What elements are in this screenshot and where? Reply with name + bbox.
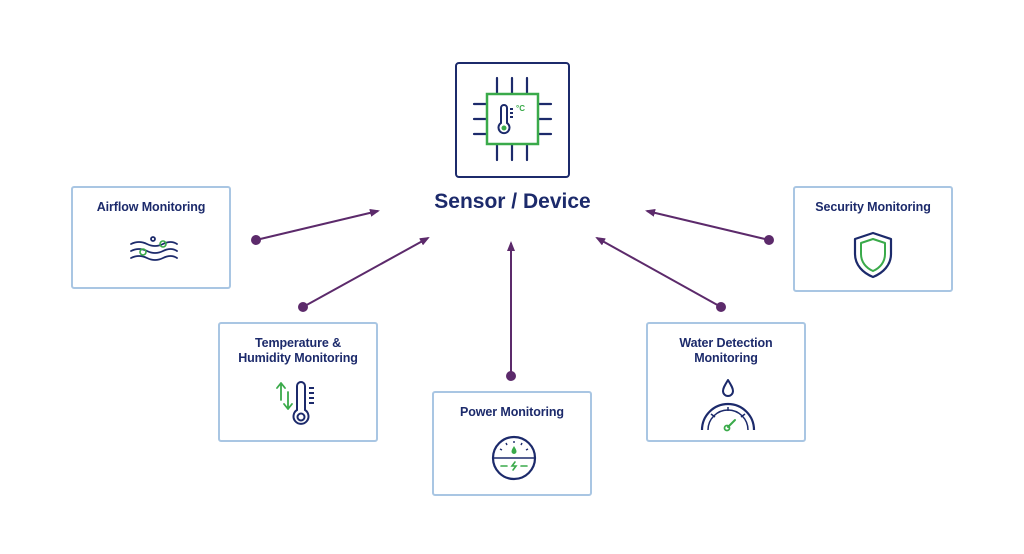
water-detection-label-line2: Monitoring bbox=[694, 351, 758, 365]
airflow-monitoring-label: Airflow Monitoring bbox=[96, 200, 206, 214]
sensor-device-node: °C bbox=[455, 62, 570, 178]
arrow-airflow-origin bbox=[251, 235, 261, 245]
arrow-temperature-origin bbox=[298, 302, 308, 312]
arrow-power-origin bbox=[506, 371, 516, 381]
arrow-security-origin bbox=[764, 235, 774, 245]
water-gauge-icon bbox=[700, 379, 756, 432]
chip-thermometer-icon: °C bbox=[472, 76, 553, 162]
sensor-device-title: Sensor / Device bbox=[434, 190, 591, 213]
water-detection-label-line1: Water Detection bbox=[679, 336, 773, 350]
airflow-monitoring-node: Airflow Monitoring bbox=[71, 186, 231, 289]
temperature-humidity-label-line1: Temperature & bbox=[255, 336, 341, 350]
power-monitoring-node: Power Monitoring bbox=[432, 391, 592, 496]
power-meter-icon bbox=[491, 435, 537, 481]
arrow-water-origin bbox=[716, 302, 726, 312]
temperature-humidity-monitoring-node: Temperature & Humidity Monitoring bbox=[218, 322, 378, 442]
power-monitoring-label: Power Monitoring bbox=[460, 405, 564, 419]
arrow-water bbox=[595, 237, 722, 308]
security-monitoring-label: Security Monitoring bbox=[815, 200, 931, 214]
temperature-humidity-label-line2: Humidity Monitoring bbox=[238, 351, 358, 365]
celsius-unit: °C bbox=[516, 104, 525, 113]
arrow-security bbox=[645, 208, 770, 241]
water-detection-monitoring-node: Water Detection Monitoring bbox=[646, 322, 806, 442]
shield-icon bbox=[853, 231, 893, 279]
airflow-icon bbox=[130, 236, 178, 261]
arrow-airflow bbox=[255, 208, 380, 241]
security-monitoring-node: Security Monitoring bbox=[793, 186, 953, 292]
thermometer-icon bbox=[276, 381, 314, 425]
arrow-temperature bbox=[302, 237, 430, 308]
